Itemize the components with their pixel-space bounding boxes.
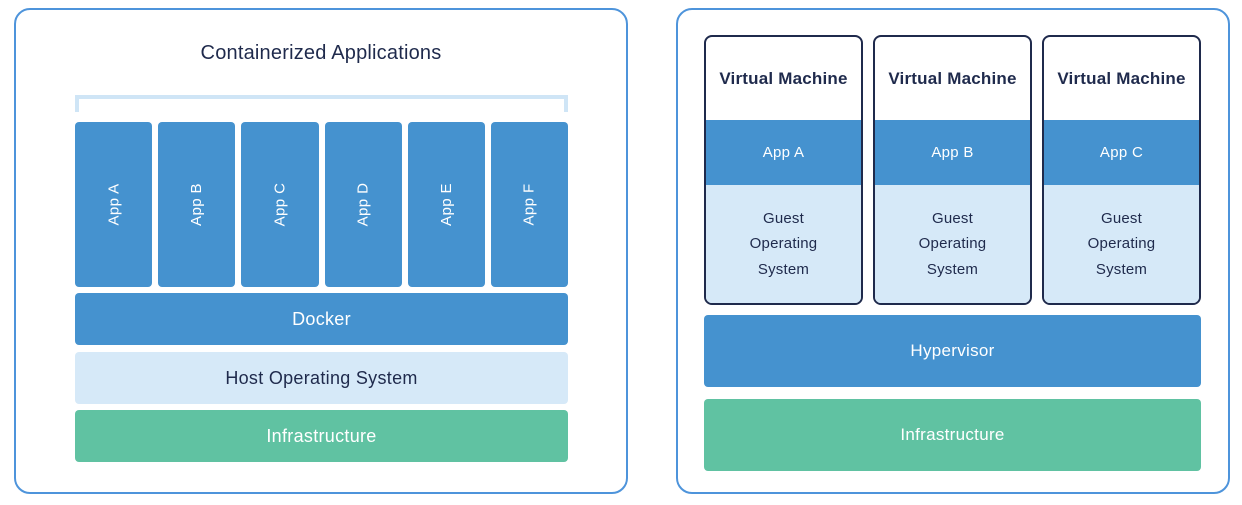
vm-card-3-guest-os: Guest Operating System	[1044, 185, 1199, 303]
vm-card-2-guest-os: Guest Operating System	[875, 185, 1030, 303]
vm-card-3: Virtual Machine App C Guest Operating Sy…	[1042, 35, 1201, 305]
containers-title: Containerized Applications	[200, 42, 442, 64]
virtual-machines-panel: Virtual Machine App A Guest Operating Sy…	[676, 8, 1230, 494]
container-app-b-label: App B	[188, 183, 206, 226]
hypervisor-layer: Hypervisor	[704, 315, 1201, 387]
vm-card-1-title: Virtual Machine	[719, 68, 848, 88]
container-apps-row: App A App B App C App D App E App F	[75, 122, 569, 287]
container-app-c: App C	[241, 122, 319, 287]
vm-card-2-app: App B	[875, 120, 1030, 185]
container-app-d: App D	[324, 122, 402, 287]
infrastructure-layer-left: Infrastructure	[75, 410, 568, 462]
vm-card-3-guest-os-label: Guest Operating System	[1087, 209, 1156, 278]
vm-card-1-guest-os: Guest Operating System	[706, 185, 861, 303]
container-app-e-label: App E	[437, 183, 455, 226]
container-app-f-label: App F	[520, 183, 538, 226]
infrastructure-layer-right: Infrastructure	[704, 399, 1201, 471]
vm-card-2-title: Virtual Machine	[888, 68, 1017, 88]
vm-card-2: Virtual Machine App B Guest Operating Sy…	[873, 35, 1032, 305]
vm-card-3-title: Virtual Machine	[1057, 68, 1186, 88]
container-group-bracket	[75, 95, 568, 112]
vm-cards-row: Virtual Machine App A Guest Operating Sy…	[704, 35, 1201, 305]
container-app-f: App F	[490, 122, 569, 287]
vm-card-3-app: App C	[1044, 120, 1199, 185]
containers-panel: Containerized Applications App A App B A…	[14, 8, 628, 494]
container-app-a-label: App A	[105, 183, 123, 226]
host-os-layer: Host Operating System	[75, 352, 568, 404]
vm-card-2-guest-os-label: Guest Operating System	[918, 209, 987, 278]
docker-layer: Docker	[75, 293, 568, 345]
vm-card-1-app: App A	[706, 120, 861, 185]
container-app-a: App A	[75, 122, 153, 287]
container-app-c-label: App C	[271, 182, 289, 227]
container-app-b: App B	[158, 122, 236, 287]
vm-card-1-guest-os-label: Guest Operating System	[749, 209, 818, 278]
vm-card-1: Virtual Machine App A Guest Operating Sy…	[704, 35, 863, 305]
container-app-e: App E	[407, 122, 485, 287]
container-app-d-label: App D	[354, 182, 372, 227]
